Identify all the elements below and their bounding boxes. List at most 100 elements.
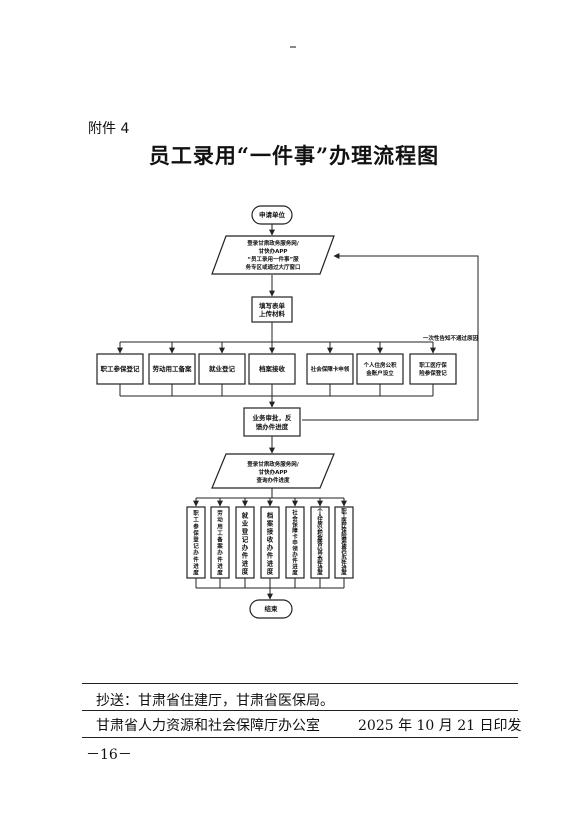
progress-box-3 (235, 506, 255, 579)
progress-item-char: 住 (317, 516, 323, 524)
issuer: 甘肃省人力资源和社会保障厅办公室 (96, 718, 320, 734)
progress-item-char: 障 (292, 527, 298, 535)
progress-box-5 (285, 506, 305, 579)
progress-item-char: 进 (242, 559, 249, 568)
cc-line: 抄送：甘肃省住建厅，甘肃省医保局。 (96, 693, 334, 709)
progress-item-char: 案 (216, 542, 223, 550)
login-step-1 (211, 235, 335, 275)
progress-item-char: 办 (193, 549, 199, 557)
dept-label: 职工医疗保 (419, 361, 447, 369)
dept-label: 社会保障卡申领 (310, 365, 350, 373)
progress-item-char: 办 (242, 543, 249, 552)
progress-item-char: 记 (193, 542, 199, 550)
progress-item-char: 参 (193, 522, 199, 530)
progress-item-char: 疗 (341, 521, 347, 529)
progress-item-char: 医 (341, 517, 347, 525)
progress-item-char: 进 (193, 562, 199, 570)
progress-item-char: 工 (341, 513, 347, 520)
login-2-text: 登录甘肃政务服务网/ (246, 460, 300, 468)
progress-item-char: 登 (340, 545, 347, 553)
progress-item-char: 度 (267, 567, 274, 576)
return-reason-label: 一次性告知不通过原因 (423, 334, 479, 342)
progress-item-char: 保 (340, 526, 347, 534)
progress-item-char: 件 (267, 551, 274, 560)
progress-item-char: 办 (217, 549, 223, 557)
progress-item-char: 险 (341, 531, 347, 539)
progress-box-1 (186, 506, 206, 579)
page-title: 员工录用“一件事”办理流程图 (148, 143, 440, 168)
progress-item-char: 保 (340, 540, 347, 548)
login-2-text: 甘快办APP (259, 468, 288, 476)
dept-label: 劳动用工备案 (153, 364, 193, 373)
login-step-2 (211, 453, 335, 489)
dept-box-2 (148, 353, 196, 385)
login-1-text: “员工录用一件事”服 (247, 255, 299, 263)
progress-item-char: 件 (341, 559, 347, 567)
progress-item-char: 记 (341, 550, 347, 558)
dept-label: 险参保登记 (419, 369, 447, 377)
progress-item-char: 件 (242, 551, 249, 560)
progress-item-char: 会 (292, 515, 298, 523)
dept-label: 个人住房公积 (362, 361, 397, 369)
progress-item-char: 劳 (217, 509, 223, 517)
dept-label: 就业登记 (209, 364, 236, 373)
progress-item-char: 登 (192, 536, 199, 544)
progress-item-char: 工 (217, 530, 223, 537)
progress-item-char: 职 (193, 509, 199, 517)
progress-item-char: 设 (317, 547, 323, 555)
progress-item-char: 收 (267, 535, 274, 544)
footer-bottom-rule (82, 737, 518, 738)
login-1-text: 务专区或通过大厅窗口 (245, 263, 300, 271)
progress-item-char: 度 (341, 569, 347, 577)
progress-item-char: 办 (341, 554, 347, 562)
progress-item-char: 户 (316, 542, 323, 550)
progress-item-char: 动 (217, 516, 223, 524)
footer-top-rule (82, 683, 518, 684)
dept-box-3 (198, 353, 246, 385)
progress-item-char: 人 (317, 511, 323, 519)
progress-item-char: 度 (217, 569, 223, 577)
progress-item-char: 公 (317, 526, 323, 533)
progress-item-char: 件 (292, 557, 298, 565)
progress-item-char: 案 (267, 519, 274, 528)
progress-item-char: 领 (291, 545, 298, 553)
progress-item-char: 接 (267, 527, 274, 536)
progress-item-char: 工 (193, 517, 199, 524)
progress-box-4 (260, 506, 280, 579)
progress-box-2 (210, 506, 230, 579)
login-1-text: 登录甘肃政务服务网/ (246, 239, 300, 247)
progress-item-char: 就 (242, 511, 249, 520)
progress-item-char: 金 (316, 533, 323, 541)
progress-box-6 (310, 506, 330, 579)
progress-item-char: 社 (291, 509, 298, 517)
progress-item-char: 申 (292, 539, 298, 547)
progress-item-char: 件 (317, 560, 323, 568)
progress-item-char: 进 (317, 564, 323, 572)
progress-item-char: 度 (242, 567, 249, 576)
progress-item-char: 保 (291, 521, 298, 529)
progress-item-char: 档 (266, 511, 274, 520)
progress-item-char: 度 (292, 569, 298, 577)
progress-item-char: 度 (193, 569, 199, 577)
attachment-label: 附件 4 (88, 121, 130, 137)
progress-item-char: 积 (317, 529, 323, 537)
progress-item-char: 记 (242, 535, 249, 544)
dept-box-1 (96, 353, 144, 385)
header-mark (290, 46, 296, 48)
progress-item-char: 备 (216, 536, 223, 544)
progress-item-char: 进 (217, 562, 223, 570)
review-text: 馈办件进度 (256, 422, 289, 431)
progress-item-char: 办 (292, 551, 298, 559)
start-label: 申请单位 (259, 210, 286, 219)
review-text: 业务审批，反 (253, 413, 293, 422)
progress-item-char: 办 (317, 555, 323, 563)
progress-item-char: 保 (192, 529, 199, 537)
progress-item-char: 用 (216, 523, 223, 530)
login-1-text: 甘快办APP (259, 247, 288, 255)
progress-item-char: 业 (242, 519, 249, 528)
dept-label: 档案接收 (258, 364, 286, 373)
issue-date: 2025 年 10 月 21 日印发 (358, 718, 522, 734)
progress-item-char: 个 (316, 507, 323, 515)
progress-item-char: 进 (341, 564, 347, 572)
